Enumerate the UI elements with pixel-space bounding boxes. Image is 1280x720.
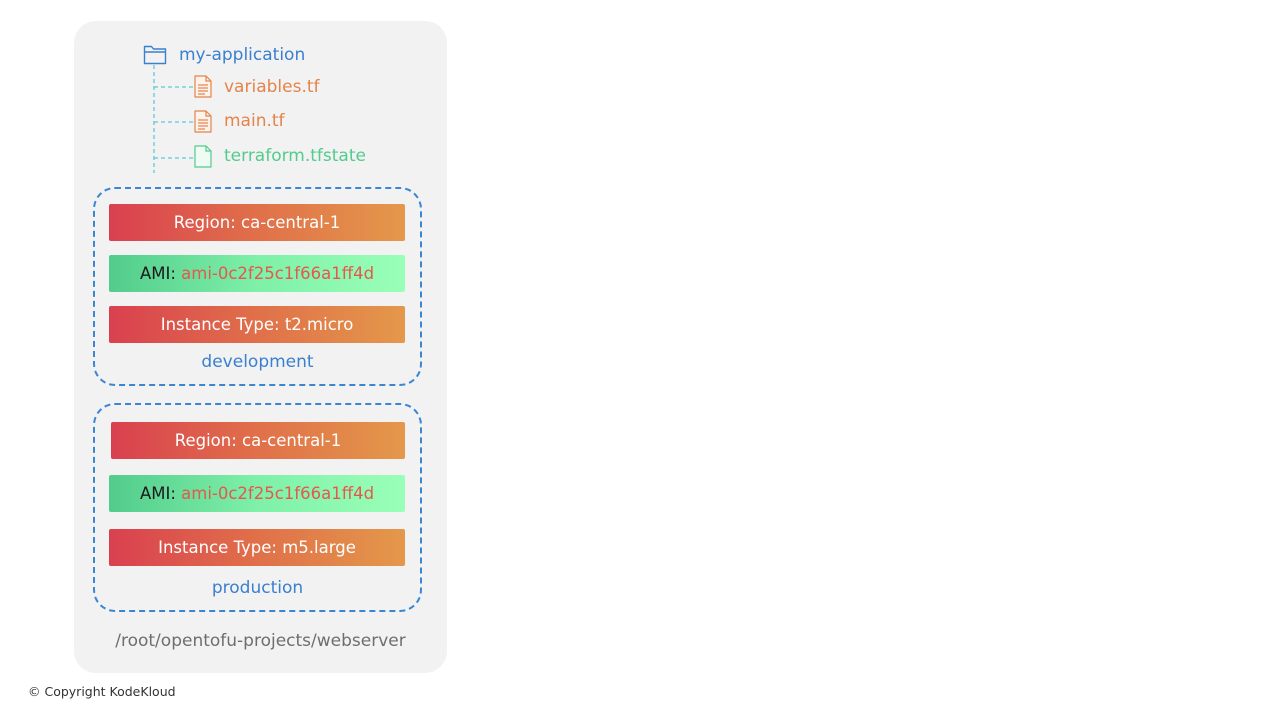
dev-environment-label: development <box>201 352 314 372</box>
prod-region-text: Region: ca-central-1 <box>174 431 342 450</box>
dev-region-bar: Region: ca-central-1 <box>109 204 405 241</box>
prod-environment-label: production <box>211 578 304 598</box>
dev-instance-type-bar: Instance Type: t2.micro <box>109 306 405 343</box>
file-label-main: main.tf <box>224 111 285 131</box>
dev-ami-label: AMI: <box>139 264 182 283</box>
project-path-label: /root/opentofu-projects/webserver <box>115 631 406 651</box>
dev-region-text: Region: ca-central-1 <box>173 213 341 232</box>
document-icon <box>194 110 212 133</box>
dev-ami-value: ami-0c2f25c1f66a1ff4d <box>181 264 375 283</box>
document-icon <box>194 75 212 98</box>
file-label-variables: variables.tf <box>224 77 320 97</box>
prod-region-bar: Region: ca-central-1 <box>111 422 405 459</box>
prod-ami-bar: AMI: ami-0c2f25c1f66a1ff4d <box>109 475 405 512</box>
copyright-notice: © Copyright KodeKloud <box>28 684 176 699</box>
prod-instance-type-bar: Instance Type: m5.large <box>109 529 405 566</box>
file-label-tfstate: terraform.tfstate <box>224 146 366 166</box>
prod-ami-label: AMI: <box>139 484 182 503</box>
folder-icon <box>143 45 167 65</box>
production-environment-box <box>93 403 422 612</box>
prod-instance-type-text: Instance Type: m5.large <box>158 538 356 557</box>
prod-ami-value: ami-0c2f25c1f66a1ff4d <box>181 484 375 503</box>
dev-instance-type-text: Instance Type: t2.micro <box>160 315 354 334</box>
tree-connector-lines <box>153 65 194 173</box>
development-environment-box <box>93 187 422 386</box>
tree-root-label: my-application <box>179 45 306 65</box>
dev-ami-bar: AMI: ami-0c2f25c1f66a1ff4d <box>109 255 405 292</box>
blank-file-icon <box>194 145 212 168</box>
